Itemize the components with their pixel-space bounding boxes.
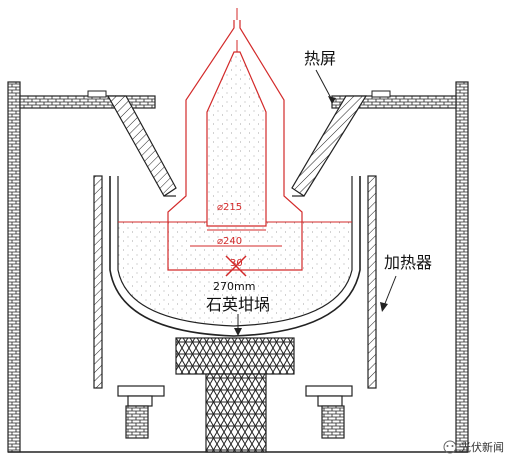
watermark: 光伏新闻 — [443, 440, 504, 454]
crucible-label: 石英坩埚 — [206, 295, 270, 314]
diameter-215-label: ⌀215 — [217, 202, 242, 213]
heat-shield-leader — [315, 69, 333, 101]
heat-shield-arrow — [328, 96, 336, 104]
watermark-text: 光伏新闻 — [460, 440, 504, 454]
heater-arrow — [380, 302, 388, 312]
depth-label: 270mm — [213, 280, 255, 293]
electrodes — [117, 385, 353, 439]
pedestal — [175, 337, 295, 453]
heat-shield — [106, 95, 368, 197]
chamber-walls — [7, 81, 469, 453]
crucible-arrow — [234, 328, 242, 336]
heater-leader — [383, 275, 397, 307]
heat-shield-label: 热屏 — [304, 49, 336, 68]
ingot-outline — [167, 8, 303, 277]
diameter-240-label: ⌀240 — [217, 236, 242, 247]
quartz-crucible — [109, 176, 361, 337]
heater-label: 加热器 — [384, 253, 432, 272]
heater — [93, 175, 377, 389]
ingot-mark-label: 30 — [230, 258, 243, 269]
